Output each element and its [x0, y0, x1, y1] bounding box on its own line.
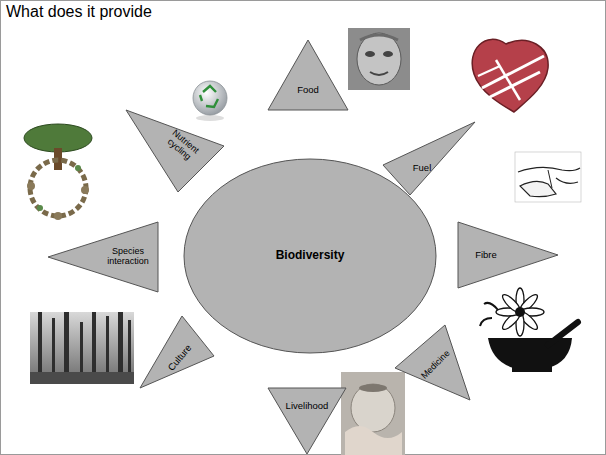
node-label: Species interaction — [102, 247, 154, 267]
node-label: Fuel — [413, 163, 431, 173]
recycle-icon — [193, 81, 227, 121]
node-outline — [138, 314, 214, 390]
center-ellipse: Biodiversity — [183, 158, 437, 354]
node-label: Fibre — [475, 250, 497, 260]
node-outline — [268, 40, 348, 110]
culture-triangle: Culture — [138, 314, 214, 390]
species-interaction-icon — [24, 124, 92, 220]
livelihood-triangle: Livelihood — [268, 388, 346, 454]
fuel-icon — [472, 39, 548, 112]
livelihood-photo — [341, 372, 405, 455]
diagram-title: What does it provide — [6, 3, 152, 21]
fuel-triangle: Fuel — [380, 118, 475, 198]
node-outline — [268, 388, 346, 454]
food-photo — [348, 28, 410, 90]
node-outline — [380, 118, 475, 198]
nutrient-cycling-triangle: Nutrient cycling — [124, 82, 228, 194]
species-interaction-triangle: Species interaction — [48, 222, 158, 292]
node-outline — [458, 222, 558, 288]
medicine-icon — [480, 288, 578, 372]
culture-photo — [30, 312, 134, 384]
medicine-triangle: Medicine — [392, 322, 472, 402]
fibre-icon — [515, 152, 581, 202]
fibre-triangle: Fibre — [458, 222, 558, 288]
food-triangle: Food — [268, 40, 348, 110]
node-label: Biodiversity — [276, 249, 345, 262]
node-label: Livelihood — [286, 401, 329, 411]
node-label: Food — [297, 85, 319, 95]
